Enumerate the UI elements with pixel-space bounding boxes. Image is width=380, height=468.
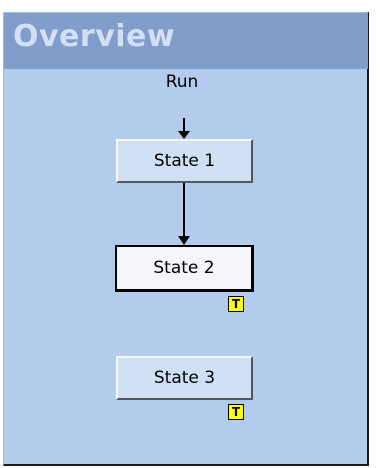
trigger-badge-state-2[interactable]: T — [228, 296, 244, 312]
panel-header: Overview — [4, 13, 368, 69]
run-start-label: Run — [165, 72, 199, 92]
panel-title: Overview — [13, 19, 176, 54]
transition-arrowhead — [178, 236, 190, 245]
state-node-3[interactable]: State 3 — [116, 356, 253, 400]
state-node-1[interactable]: State 1 — [116, 139, 253, 183]
start-arrowhead — [178, 131, 190, 139]
trigger-badge-state-3[interactable]: T — [228, 404, 244, 420]
state-node-2[interactable]: State 2 — [115, 245, 254, 292]
